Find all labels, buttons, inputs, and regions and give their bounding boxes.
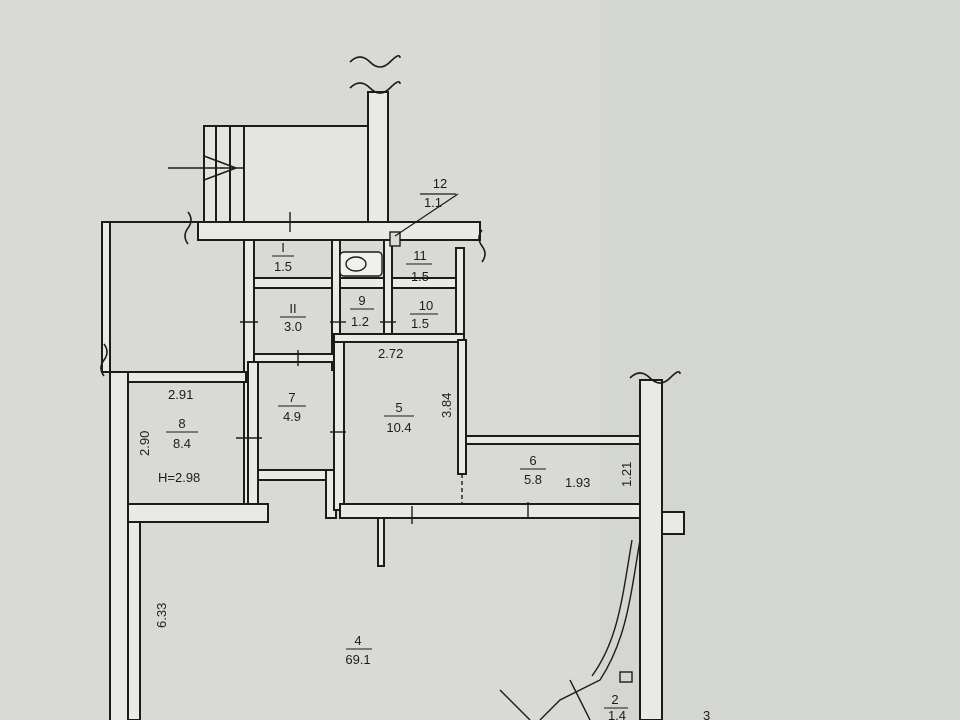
- room-area: 1.1: [424, 195, 442, 210]
- room-number: 10: [419, 298, 433, 313]
- room-number: 9: [358, 293, 365, 308]
- room-area: 1.5: [411, 269, 429, 284]
- dimension-label: 6.33: [154, 603, 169, 628]
- room-number: 5: [395, 400, 402, 415]
- dimension-label: 2.91: [168, 387, 193, 402]
- left-lower-wall: [109, 371, 129, 720]
- ceiling-height: H=2.98: [158, 470, 200, 485]
- dimension-label: 1.93: [565, 475, 590, 490]
- room-area: 3.0: [284, 319, 302, 334]
- room-area: 69.1: [345, 652, 370, 667]
- shaft-wall: [367, 91, 389, 241]
- leader-line-12: [394, 193, 459, 237]
- room-number: 7: [288, 390, 295, 405]
- stair-block: [203, 125, 369, 223]
- adjacent-room-number: 3: [703, 708, 710, 720]
- room-area: 8.4: [173, 436, 191, 451]
- dimension-labels: 2.72 3.84 2.91 2.90 1.93 1.21 6.33 H=2.9…: [137, 346, 710, 720]
- door-marks: [236, 212, 529, 524]
- dimension-label: 2.72: [378, 346, 403, 361]
- dimension-label: 1.21: [619, 462, 634, 487]
- top-wall: [197, 221, 481, 241]
- room-area: 4.9: [283, 409, 301, 424]
- break-marks: [100, 54, 681, 384]
- room-number: II: [289, 301, 296, 316]
- room-number: 8: [178, 416, 185, 431]
- room-number: 2: [611, 692, 618, 707]
- dimension-label: 2.90: [137, 431, 152, 456]
- stair-fragment: [499, 539, 641, 720]
- room-area: 1.4: [608, 708, 626, 720]
- left-outer-wall: [101, 221, 111, 373]
- room-number: 12: [433, 176, 447, 191]
- room-labels: I 1.5 II 3.0 4 69.1 5 10.4 6 5.8 7 4.9 8…: [166, 176, 628, 720]
- room-area: 1.2: [351, 314, 369, 329]
- room-area: 1.5: [274, 259, 292, 274]
- toilet-icon: [339, 231, 401, 277]
- stair-arrow: [168, 155, 244, 181]
- right-outer-wall: [639, 379, 663, 720]
- room-area: 5.8: [524, 472, 542, 487]
- room-number: 11: [413, 248, 427, 263]
- room-number: I: [281, 240, 285, 255]
- room-area: 1.5: [411, 316, 429, 331]
- room-area: 10.4: [386, 420, 411, 435]
- room-number: 6: [529, 453, 536, 468]
- room-number: 4: [354, 633, 361, 648]
- dimension-label: 3.84: [439, 393, 454, 418]
- left-inner-strip: [127, 519, 141, 720]
